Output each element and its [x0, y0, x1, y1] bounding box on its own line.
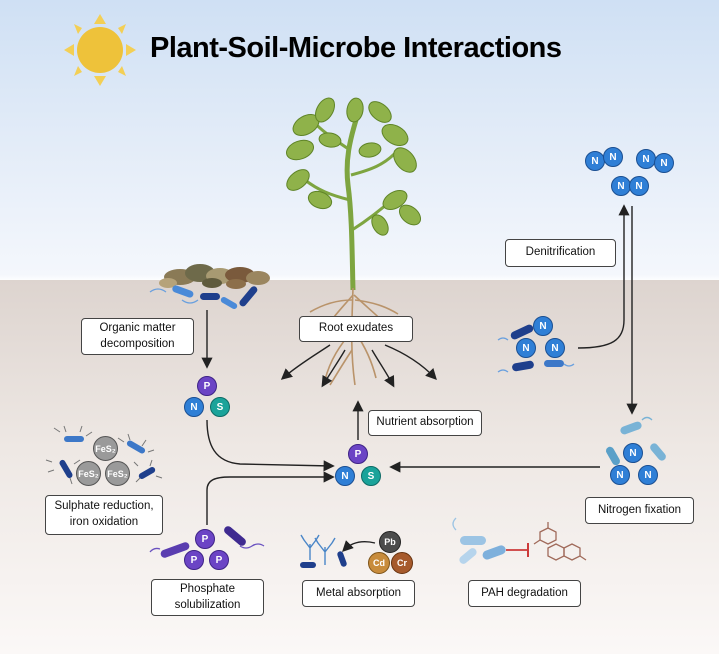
fixation-nitrogen-atom: N	[638, 465, 658, 485]
lead-atom: Pb	[379, 531, 401, 553]
label-sulphate-reduction: Sulphate reduction, iron oxidation	[45, 495, 163, 535]
nitrogen-atom: N	[184, 397, 204, 417]
bacteria-cluster-phosphate	[149, 526, 265, 558]
n2-atom: N	[611, 176, 631, 196]
central-sulphur-atom: S	[361, 466, 381, 486]
pyrite-molecule: FeS₂	[76, 461, 101, 486]
label-organic-matter-decomposition: Organic matter decomposition	[81, 318, 194, 355]
bacteria-cluster-denitrification	[497, 324, 575, 373]
label-nutrient-absorption: Nutrient absorption	[368, 410, 482, 436]
pah-molecule-icon	[533, 522, 587, 561]
label-nitrogen-fixation: Nitrogen fixation	[585, 497, 694, 524]
n2-atom: N	[629, 176, 649, 196]
pyrite-molecule: FeS₂	[105, 461, 130, 486]
arrows	[201, 204, 638, 552]
denitrification-nitrogen-atom: N	[545, 338, 565, 358]
bacteria-cluster-nitrogen-fixation	[606, 416, 666, 466]
label-denitrification: Denitrification	[505, 239, 616, 267]
central-nitrogen-atom: N	[335, 466, 355, 486]
phosphorus-atom: P	[197, 376, 217, 396]
n2-atom: N	[654, 153, 674, 173]
sulphur-atom: S	[210, 397, 230, 417]
n2-atom: N	[603, 147, 623, 167]
label-metal-absorption: Metal absorption	[302, 580, 415, 607]
label-root-exudates: Root exudates	[299, 316, 413, 342]
bacteria-cluster-sulphate	[45, 425, 163, 485]
central-phosphorus-atom: P	[348, 444, 368, 464]
cadmium-atom: Cd	[368, 552, 390, 574]
phosphate-atom: P	[195, 529, 215, 549]
bacteria-cluster-decomposition	[149, 285, 258, 309]
phosphate-atom: P	[209, 550, 229, 570]
denitrification-nitrogen-atom: N	[533, 316, 553, 336]
plant-illustration	[285, 97, 422, 291]
fixation-nitrogen-atom: N	[610, 465, 630, 485]
pah-degrading-microbes	[452, 517, 506, 564]
n2-atom: N	[585, 151, 605, 171]
label-phosphate-solubilization: Phosphate solubilization	[151, 579, 264, 616]
metal-absorbing-microbes	[300, 534, 347, 568]
n2-atom: N	[636, 149, 656, 169]
sun-icon	[64, 14, 136, 86]
organic-matter-illustration	[159, 264, 270, 289]
fixation-nitrogen-atom: N	[623, 443, 643, 463]
chromium-atom: Cr	[391, 552, 413, 574]
page-title: Plant-Soil-Microbe Interactions	[150, 32, 562, 64]
phosphate-atom: P	[184, 550, 204, 570]
denitrification-nitrogen-atom: N	[516, 338, 536, 358]
label-pah-degradation: PAH degradation	[468, 580, 581, 607]
inhibition-arrow	[506, 543, 529, 557]
pyrite-molecule: FeS₂	[93, 436, 118, 461]
